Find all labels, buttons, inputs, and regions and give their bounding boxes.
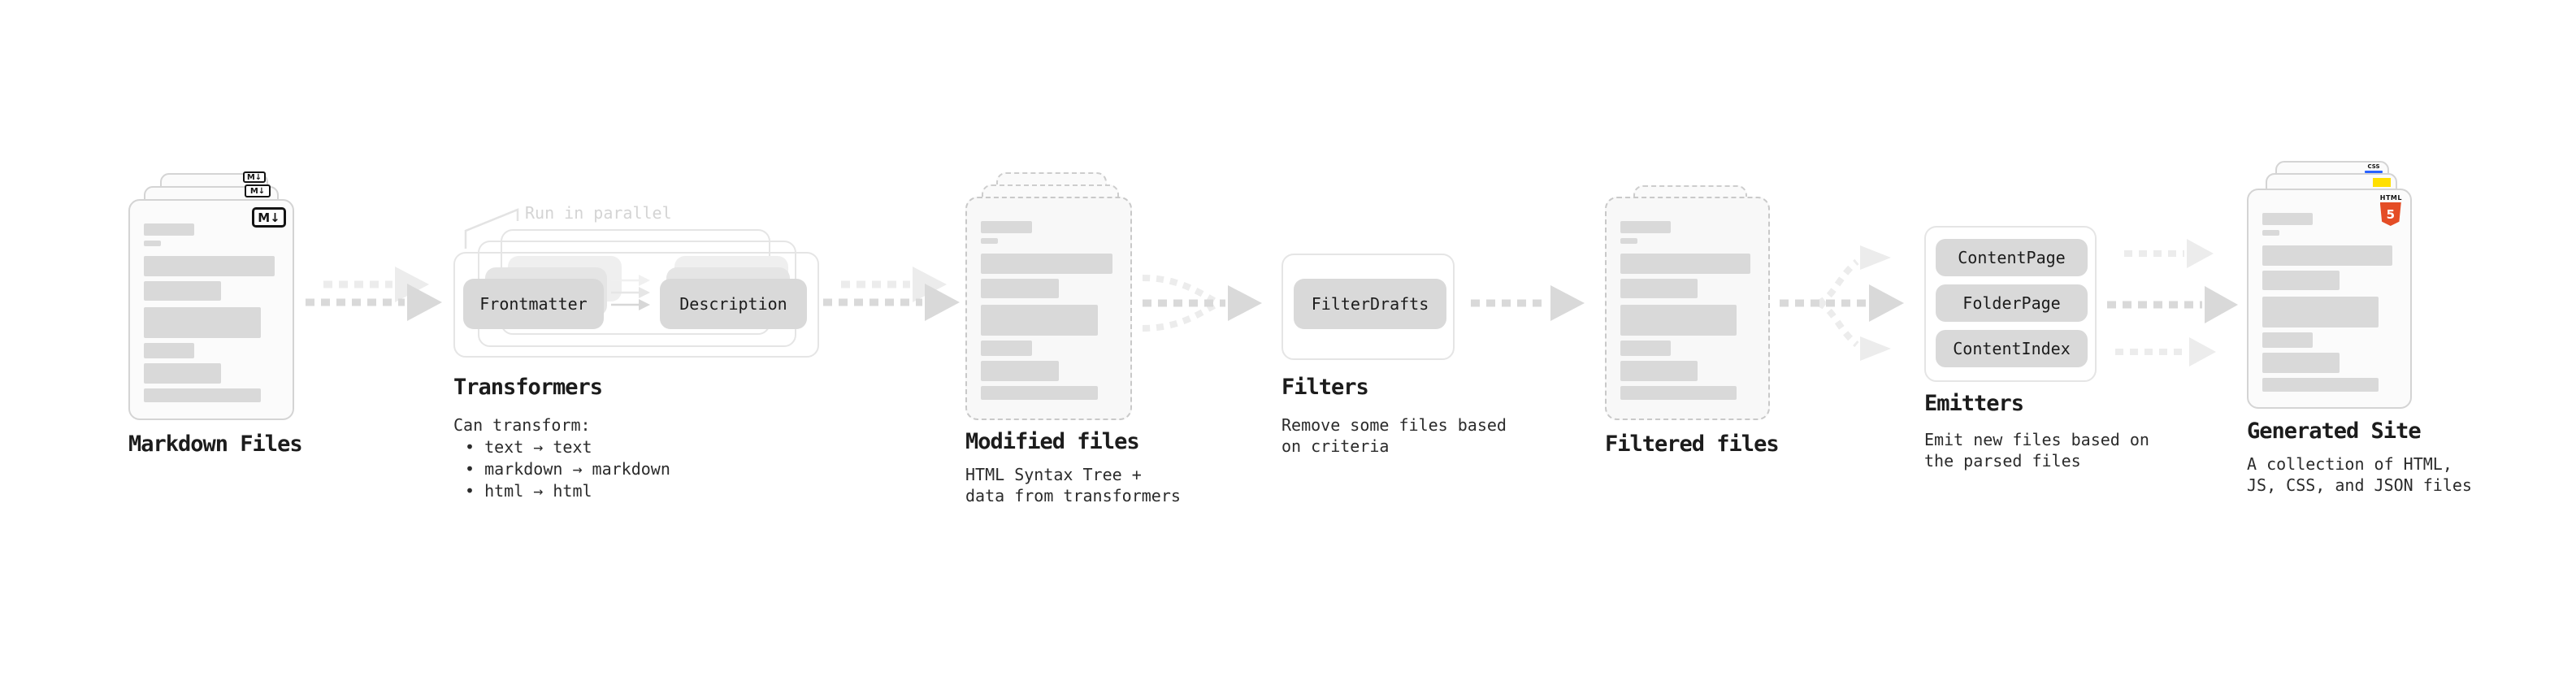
markdown-files-label: Markdown Files <box>128 432 303 457</box>
content-bar <box>981 279 1059 298</box>
filterdrafts-box: FilterDrafts <box>1294 279 1446 329</box>
bullet-item: • text → text <box>465 437 592 457</box>
contentindex-box: ContentIndex <box>1936 330 2088 367</box>
css-badge-bar <box>2365 171 2383 173</box>
arrow-markdown-to-transformers <box>306 267 442 321</box>
bullet-item: • html → html <box>465 481 592 501</box>
filters-label: Filters <box>1281 375 1369 400</box>
content-bar <box>981 386 1099 400</box>
modified-files-description: HTML Syntax Tree + data from transformer… <box>965 465 1181 505</box>
frontmatter-box: Frontmatter <box>463 279 604 329</box>
contentpage-box: ContentPage <box>1936 239 2088 276</box>
content-bar <box>2262 297 2379 327</box>
content-bar <box>1620 221 1671 233</box>
transformer-layer-front <box>453 252 819 358</box>
content-bar <box>144 388 261 402</box>
content-bar <box>1620 361 1698 381</box>
modified-files-label: Modified files <box>965 429 1140 454</box>
generated-site-front: HTML 5 <box>2247 189 2412 409</box>
content-bar <box>144 281 222 301</box>
html5-logo-text: HTML <box>2379 194 2402 202</box>
content-bar <box>144 307 261 338</box>
run-in-parallel-connector <box>464 208 519 249</box>
content-bar <box>981 340 1032 356</box>
content-bar <box>1620 254 1750 274</box>
content-bar <box>1620 238 1637 244</box>
generated-site-label: Generated Site <box>2247 419 2422 444</box>
content-bar <box>981 305 1099 336</box>
transform-flow-arrows <box>611 275 650 310</box>
content-bar <box>2262 332 2313 348</box>
content-bar <box>981 221 1032 233</box>
content-bar <box>144 223 195 236</box>
content-bar <box>2262 271 2340 290</box>
html5-logo: HTML 5 <box>2379 194 2402 226</box>
content-bar <box>1620 340 1671 356</box>
html5-number: 5 <box>2386 206 2395 222</box>
js-file-badge <box>2373 178 2391 187</box>
filters-container: FilterDrafts <box>1281 254 1455 360</box>
folderpage-box: FolderPage <box>1936 284 2088 322</box>
content-bar <box>1620 279 1698 298</box>
document-content-bars <box>1620 221 1760 400</box>
content-bar <box>144 256 275 276</box>
markdown-icon: M↓ <box>243 171 266 183</box>
arrow-transformers-to-modified <box>823 267 960 321</box>
content-bar <box>144 343 195 358</box>
arrow-filtered-to-emitters <box>1780 245 1904 361</box>
emitters-description: Emit new files based on the parsed files <box>1924 430 2149 471</box>
content-bar <box>981 361 1059 381</box>
document-content-bars <box>2262 213 2402 392</box>
content-bar <box>981 254 1112 274</box>
content-bar <box>1620 386 1737 400</box>
content-bar <box>2262 213 2313 225</box>
filtered-file-front <box>1605 197 1770 420</box>
markdown-icon: M↓ <box>252 207 286 228</box>
content-bar <box>144 363 222 384</box>
markdown-icon: M↓ <box>245 184 271 197</box>
document-content-bars <box>981 221 1122 400</box>
modified-file-front <box>965 197 1132 420</box>
content-bar <box>2262 245 2392 266</box>
content-bar <box>981 238 998 244</box>
filters-description: Remove some files based on criteria <box>1281 415 1507 456</box>
content-bar <box>1620 305 1737 336</box>
html5-shield-icon: 5 <box>2379 202 2401 226</box>
transformers-bullet-list: • text → text • markdown → markdown • ht… <box>465 436 670 502</box>
bullet-item: • markdown → markdown <box>465 459 670 479</box>
css-badge-label: CSS <box>2367 163 2380 170</box>
content-bar <box>2262 378 2379 392</box>
content-bar <box>144 241 161 246</box>
css-file-badge: CSS <box>2365 163 2383 173</box>
arrow-emitters-to-generated <box>2107 239 2238 367</box>
generated-site-description: A collection of HTML, JS, CSS, and JSON … <box>2247 454 2472 495</box>
content-bar <box>2262 353 2340 373</box>
transformers-description-heading: Can transform: <box>453 415 591 435</box>
markdown-file-front: M↓ <box>128 199 294 420</box>
emitters-label: Emitters <box>1924 391 2024 416</box>
arrow-modified-to-filters <box>1142 275 1262 332</box>
document-content-bars <box>144 223 284 402</box>
description-box: Description <box>660 279 807 329</box>
filtered-files-label: Filtered files <box>1605 432 1780 457</box>
run-in-parallel-note: Run in parallel <box>525 203 672 223</box>
arrow-filters-to-filtered <box>1471 285 1585 321</box>
emitters-container: ContentPage FolderPage ContentIndex <box>1924 226 2097 382</box>
content-bar <box>2262 230 2279 236</box>
transformers-label: Transformers <box>453 375 603 400</box>
